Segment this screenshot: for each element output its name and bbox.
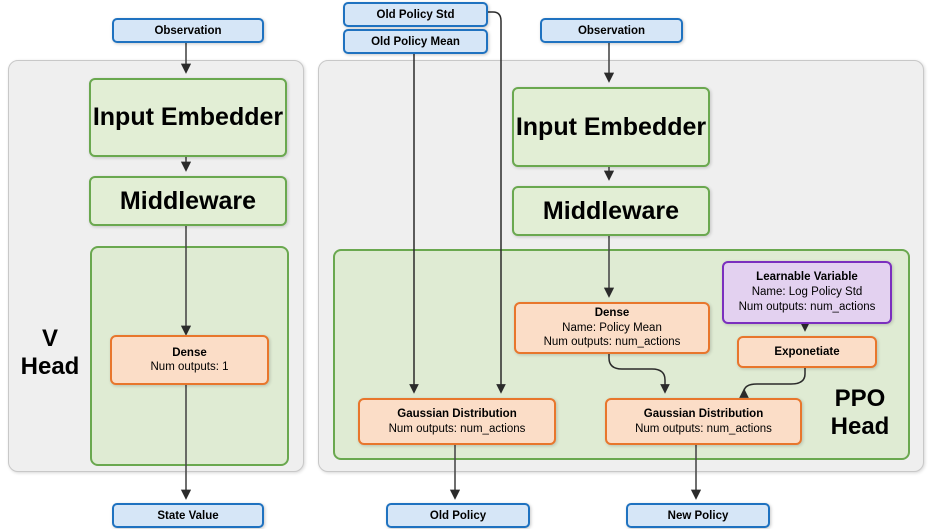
gaussian-new-title: Gaussian Distribution [643,408,764,421]
new-policy-output[interactable]: New Policy [626,503,770,528]
gaussian-new-num-outputs: Num outputs: num_actions [635,422,772,435]
ppo-head-middleware-label: Middleware [542,196,680,225]
ppo-head-observation-label: Observation [577,24,646,37]
v-head-observation-label: Observation [154,24,222,37]
old-policy-std-label: Old Policy Std [376,8,455,21]
ppo-head-observation-input[interactable]: Observation [540,18,683,43]
v-head-middleware[interactable]: Middleware [89,176,287,226]
gaussian-distribution-old[interactable]: Gaussian Distribution Num outputs: num_a… [358,398,556,445]
exponetiate-title: Exponetiate [774,345,840,358]
learnable-variable-title: Learnable Variable [756,271,858,284]
ppo-dense-name: Name: Policy Mean [562,321,662,334]
ppo-head-caption: PPO Head [830,385,890,440]
ppo-head-input-embedder[interactable]: Input Embedder [512,87,710,167]
v-head-input-embedder[interactable]: Input Embedder [89,78,287,157]
v-head-input-embedder-label: Input Embedder [92,103,284,131]
old-policy-output[interactable]: Old Policy [386,503,530,528]
old-policy-std-input[interactable]: Old Policy Std [343,2,488,27]
old-policy-mean-input[interactable]: Old Policy Mean [343,29,488,54]
v-head-middleware-label: Middleware [119,186,257,215]
v-head-dense-num-outputs: Num outputs: 1 [150,361,229,373]
learnable-variable-name: Name: Log Policy Std [751,286,863,299]
old-policy-output-label: Old Policy [429,509,487,522]
learnable-variable-num-outputs: Num outputs: num_actions [738,300,876,313]
state-value-output[interactable]: State Value [112,503,264,528]
ppo-dense-title: Dense [594,307,630,320]
old-policy-mean-label: Old Policy Mean [371,35,460,48]
new-policy-output-label: New Policy [667,509,729,522]
v-head-observation-input[interactable]: Observation [112,18,264,43]
gaussian-old-num-outputs: Num outputs: num_actions [388,422,526,435]
ppo-dense-num-outputs: Num outputs: num_actions [543,336,681,349]
ppo-head-middleware[interactable]: Middleware [512,186,710,236]
gaussian-distribution-new[interactable]: Gaussian Distribution Num outputs: num_a… [605,398,802,445]
ppo-head-input-embedder-label: Input Embedder [515,112,707,141]
v-head-caption: V Head [20,325,80,380]
v-head-dense-title: Dense [172,346,207,359]
learnable-variable-log-policy-std[interactable]: Learnable Variable Name: Log Policy Std … [722,261,892,324]
state-value-label: State Value [157,509,219,522]
exponetiate-node[interactable]: Exponetiate [737,336,877,368]
ppo-head-dense-policy-mean[interactable]: Dense Name: Policy Mean Num outputs: num… [514,302,710,354]
v-head-dense[interactable]: Dense Num outputs: 1 [110,335,269,385]
gaussian-old-title: Gaussian Distribution [397,408,517,421]
